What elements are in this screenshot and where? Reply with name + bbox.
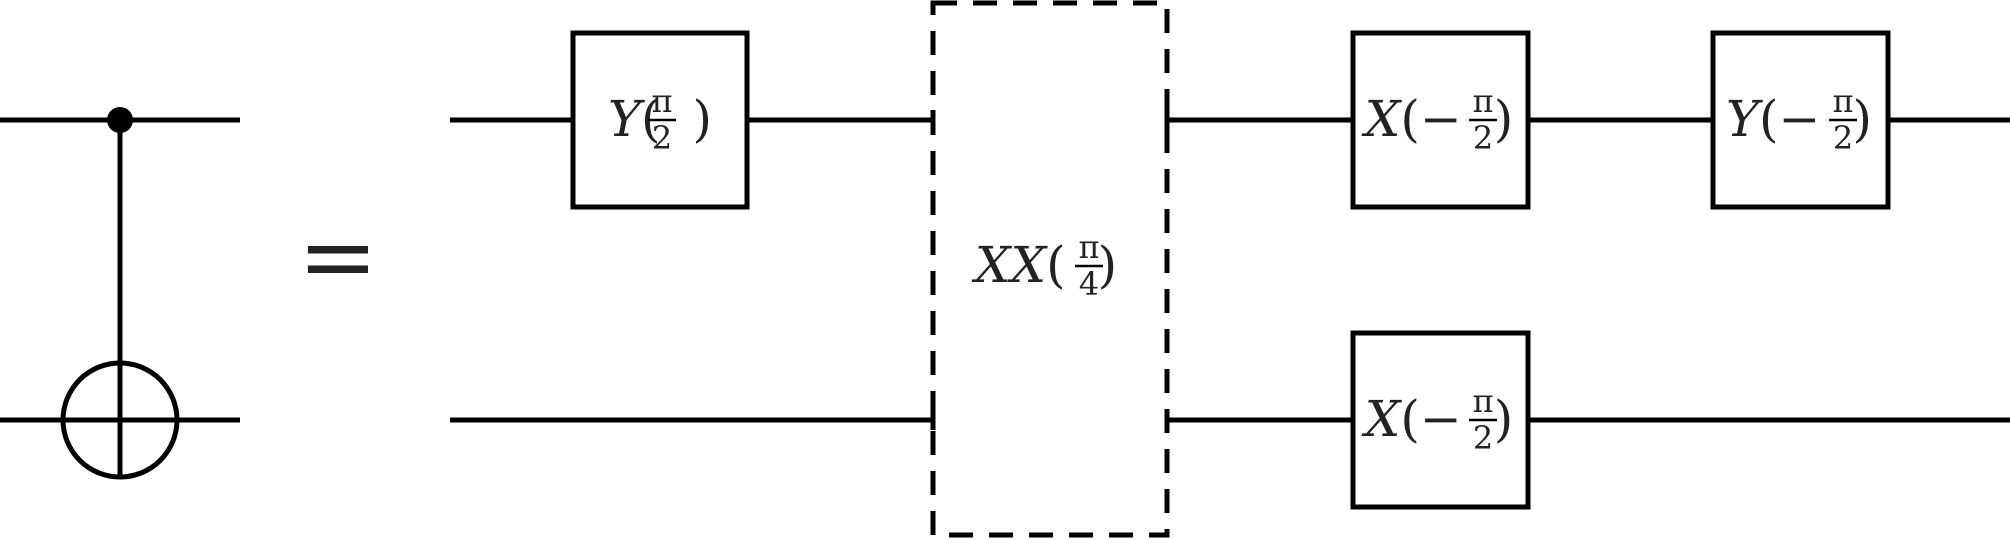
fraction-pi-over-2: π 2 bbox=[1469, 382, 1497, 457]
fraction-pi-over-2: π 2 bbox=[1469, 82, 1497, 157]
fraction-pi-over-2: π 2 bbox=[648, 82, 676, 157]
minus-sign: − bbox=[1420, 390, 1462, 448]
gate-x-minus-pi-over-2-top: X(−) π 2 bbox=[1350, 30, 1531, 210]
fraction-denominator: 4 bbox=[1079, 265, 1099, 303]
fraction-denominator: 2 bbox=[652, 119, 672, 157]
cnot-target-circle bbox=[60, 360, 180, 480]
open-paren: ( bbox=[1046, 236, 1066, 294]
fraction-denominator: 2 bbox=[1473, 119, 1493, 157]
gate-xx-pi-over-4: XX() π 4 bbox=[930, 0, 1170, 538]
fraction-numerator: π bbox=[1472, 382, 1493, 420]
gate-box bbox=[1350, 330, 1531, 510]
dashed-gate-box bbox=[930, 0, 1170, 538]
fraction-numerator: π bbox=[651, 82, 672, 120]
fraction-denominator: 2 bbox=[1833, 119, 1853, 157]
fraction-pi-over-4: π 4 bbox=[1075, 228, 1103, 303]
fraction-numerator: π bbox=[1078, 228, 1099, 266]
open-paren: ( bbox=[1400, 90, 1420, 148]
close-paren: ) bbox=[1852, 90, 1872, 148]
fraction-numerator: π bbox=[1832, 82, 1853, 120]
cnot-gate bbox=[0, 107, 240, 480]
gate-letter: Y bbox=[1726, 90, 1763, 148]
gate-y-minus-pi-over-2: Y(−) π 2 bbox=[1710, 30, 1891, 210]
gate-box bbox=[1350, 30, 1531, 210]
gate-letter: Y bbox=[608, 90, 645, 148]
fraction-numerator: π bbox=[1472, 82, 1493, 120]
gate-letter: XX bbox=[971, 236, 1049, 294]
gate-y-pi-over-2: Y() π 2 bbox=[570, 30, 750, 210]
svg-text:X(−): X(−) bbox=[1361, 390, 1514, 448]
open-paren: ( bbox=[1759, 90, 1779, 148]
open-paren: ( bbox=[1400, 390, 1420, 448]
close-paren: ) bbox=[1494, 90, 1514, 148]
cnot-control-dot bbox=[107, 107, 133, 133]
equals-sign: = bbox=[298, 201, 378, 313]
minus-sign: − bbox=[1420, 90, 1462, 148]
svg-text:Y(−): Y(−) bbox=[1726, 90, 1872, 148]
gate-letter: X bbox=[1361, 90, 1403, 148]
svg-text:Y(): Y() bbox=[608, 90, 712, 148]
minus-sign: − bbox=[1779, 90, 1821, 148]
close-paren: ) bbox=[693, 90, 713, 148]
close-paren: ) bbox=[1098, 236, 1118, 294]
gate-box bbox=[1710, 30, 1891, 210]
svg-text:X(−): X(−) bbox=[1361, 90, 1514, 148]
svg-text:XX(): XX() bbox=[971, 236, 1117, 294]
gate-x-minus-pi-over-2-bottom: X(−) π 2 bbox=[1350, 330, 1531, 510]
fraction-pi-over-2: π 2 bbox=[1829, 82, 1857, 157]
fraction-denominator: 2 bbox=[1473, 419, 1493, 457]
gate-letter: X bbox=[1361, 390, 1403, 448]
close-paren: ) bbox=[1494, 390, 1514, 448]
